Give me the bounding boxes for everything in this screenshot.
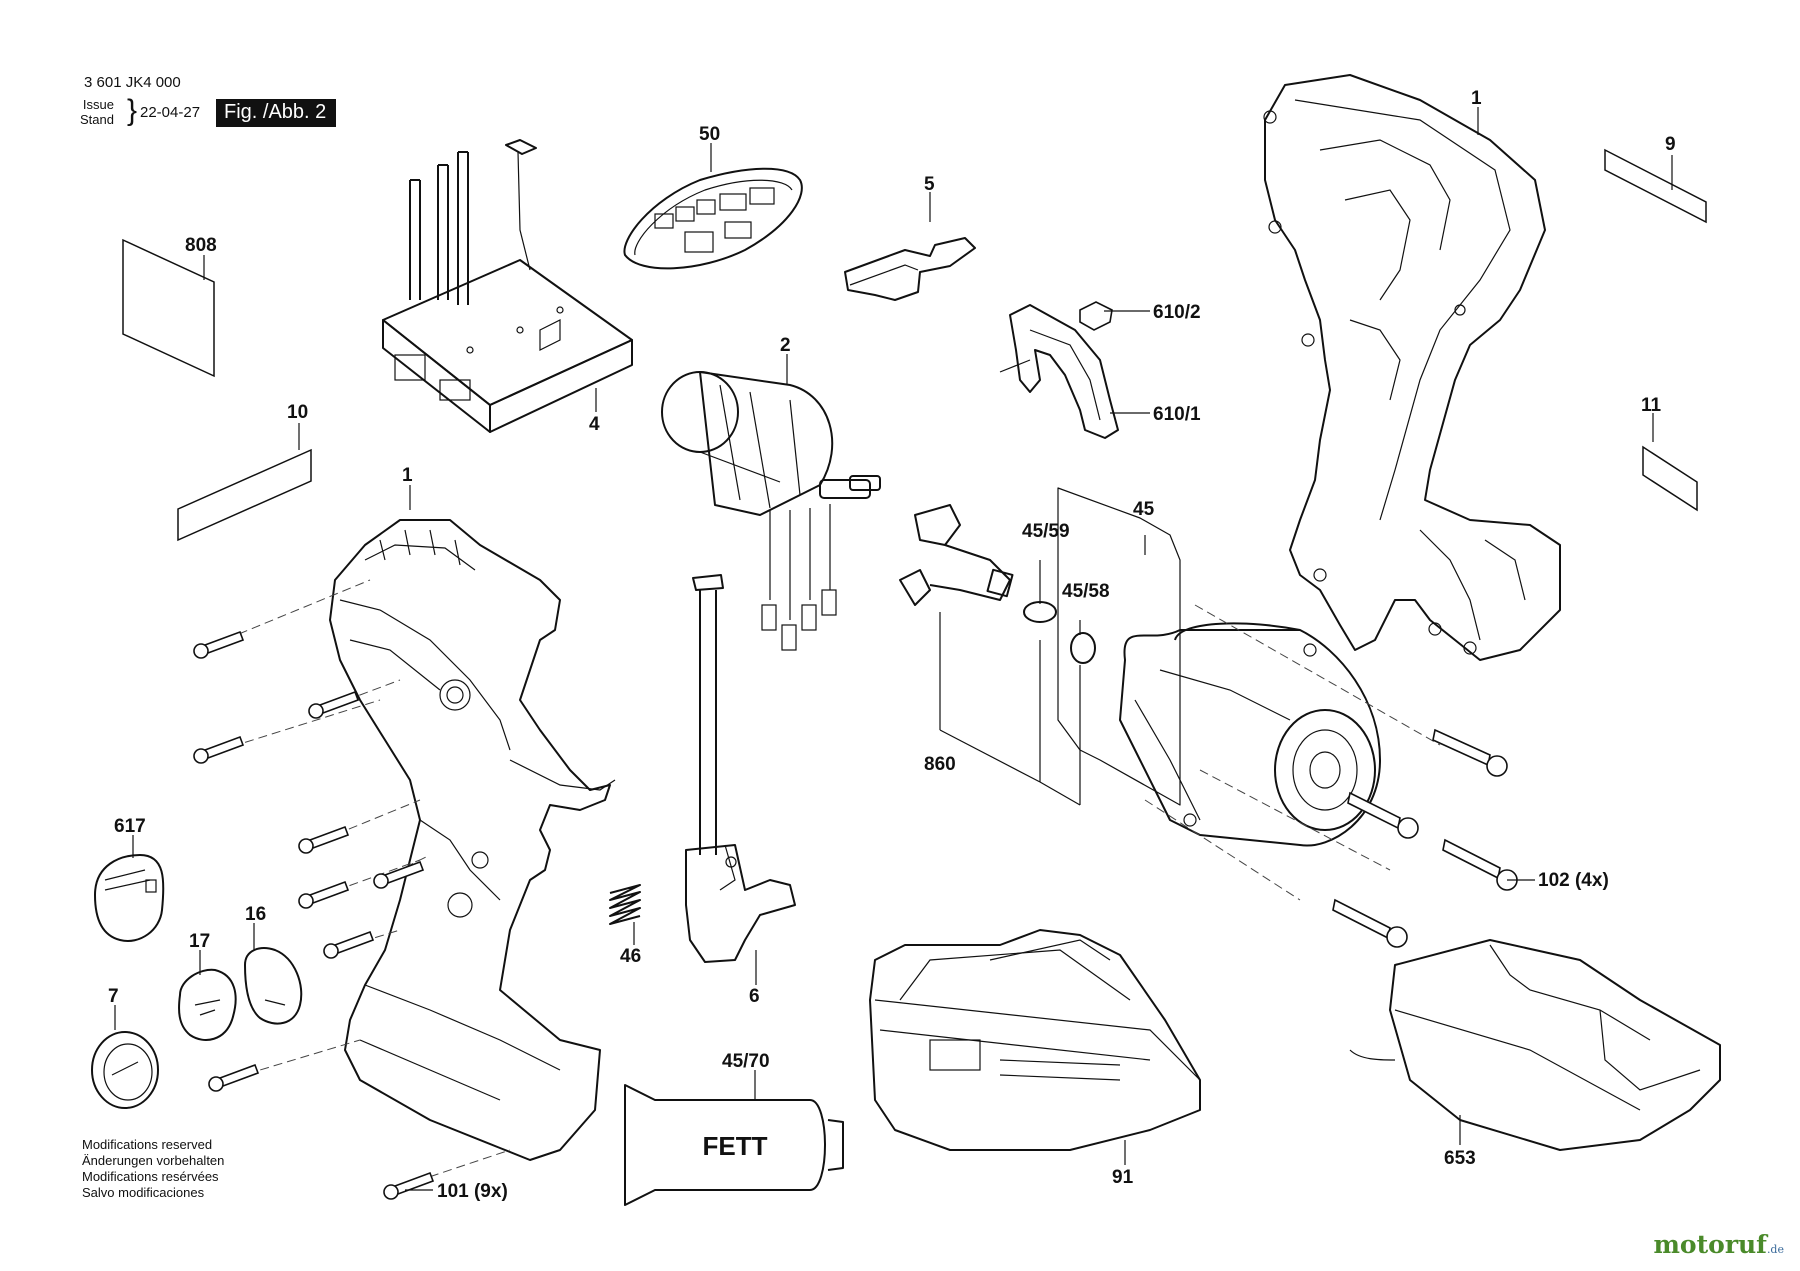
watermark-tld: .de	[1766, 1243, 1784, 1256]
part-16-cap: 16	[244, 904, 303, 1025]
part-860-anvil: 860 45/59 45/58	[899, 504, 1110, 806]
label-1-right: 1	[1471, 88, 1482, 109]
label-7: 7	[108, 986, 119, 1007]
label-653: 653	[1444, 1148, 1476, 1169]
label-860: 860	[924, 754, 956, 775]
part-46-spring: 46	[609, 884, 641, 967]
part-2-motor: 2	[661, 335, 881, 651]
label-11: 11	[1641, 395, 1662, 416]
label-5: 5	[924, 174, 935, 195]
issue-label: Issue	[82, 97, 114, 112]
label-6: 6	[749, 986, 760, 1007]
label-45-58: 45/58	[1062, 581, 1110, 602]
label-45: 45	[1133, 499, 1155, 520]
notice-line: Modifications reserved	[82, 1137, 213, 1152]
modifications-notice: Modifications reserved Änderungen vorbeh…	[82, 1137, 224, 1201]
part-45-70-grease-tube: FETT 45/70	[624, 1051, 844, 1206]
stand-label: Stand	[80, 112, 114, 127]
part-101-screws: 101 (9x)	[193, 579, 511, 1202]
part-50-control-panel: 50	[623, 124, 803, 270]
part-653-charger: 653	[1349, 939, 1721, 1169]
part-102-screws: 102 (4x)	[1144, 604, 1609, 948]
part-45-impact-housing: 45	[1057, 487, 1381, 847]
label-102: 102 (4x)	[1538, 870, 1609, 891]
document-number: 3 601 JK4 000	[84, 74, 181, 91]
part-6-trigger-switch: 6	[685, 574, 796, 1007]
label-101: 101 (9x)	[437, 1181, 508, 1202]
label-4: 4	[589, 414, 600, 435]
notice-line: Änderungen vorbehalten	[82, 1153, 225, 1168]
label-50: 50	[699, 124, 720, 145]
brace-glyph: }	[127, 94, 138, 127]
part-91-battery-pack: 91	[869, 929, 1201, 1188]
label-2: 2	[780, 335, 791, 356]
part-808-sticker: 808	[122, 235, 217, 378]
watermark-logo: motoruf.de	[1653, 1230, 1784, 1259]
part-5-direction-switch: 5	[844, 174, 976, 301]
label-45-70: 45/70	[722, 1051, 770, 1072]
part-7-selector-knob: 7	[91, 986, 159, 1109]
label-91: 91	[1112, 1167, 1134, 1188]
screw-group	[193, 630, 435, 1200]
part-11-sticker: 11	[1641, 395, 1698, 512]
part-4-electronics-module: 4	[382, 139, 633, 435]
label-617: 617	[114, 816, 146, 837]
label-9: 9	[1665, 134, 1676, 155]
label-610-2: 610/2	[1153, 302, 1201, 323]
part-1-housing-right: 1	[1263, 74, 1561, 661]
notice-line: Modifications resérvées	[82, 1169, 219, 1184]
label-808: 808	[185, 235, 217, 256]
label-17: 17	[189, 931, 210, 952]
watermark-brand: motoruf	[1653, 1230, 1767, 1259]
part-9-sticker: 9	[1604, 134, 1707, 224]
part-17-switch-cap: 17	[178, 931, 237, 1041]
label-1-left: 1	[402, 465, 413, 486]
issue-date: 22-04-27	[140, 104, 201, 121]
part-10-sticker: 10	[177, 402, 312, 542]
label-16: 16	[245, 904, 266, 925]
label-10: 10	[287, 402, 308, 423]
part-610-belt-clip: 610/2 610/1	[999, 301, 1201, 439]
notice-line: Salvo modificaciones	[82, 1185, 205, 1200]
part-617-cover: 617	[94, 816, 165, 942]
label-45-59: 45/59	[1022, 521, 1070, 542]
grease-text: FETT	[703, 1131, 768, 1161]
part-1-housing-left: 1	[329, 465, 616, 1161]
label-610-1: 610/1	[1153, 404, 1201, 425]
label-46: 46	[620, 946, 641, 967]
issue-stand-label: Issue Stand	[80, 97, 114, 127]
figure-badge: Fig. /Abb. 2	[216, 99, 337, 127]
